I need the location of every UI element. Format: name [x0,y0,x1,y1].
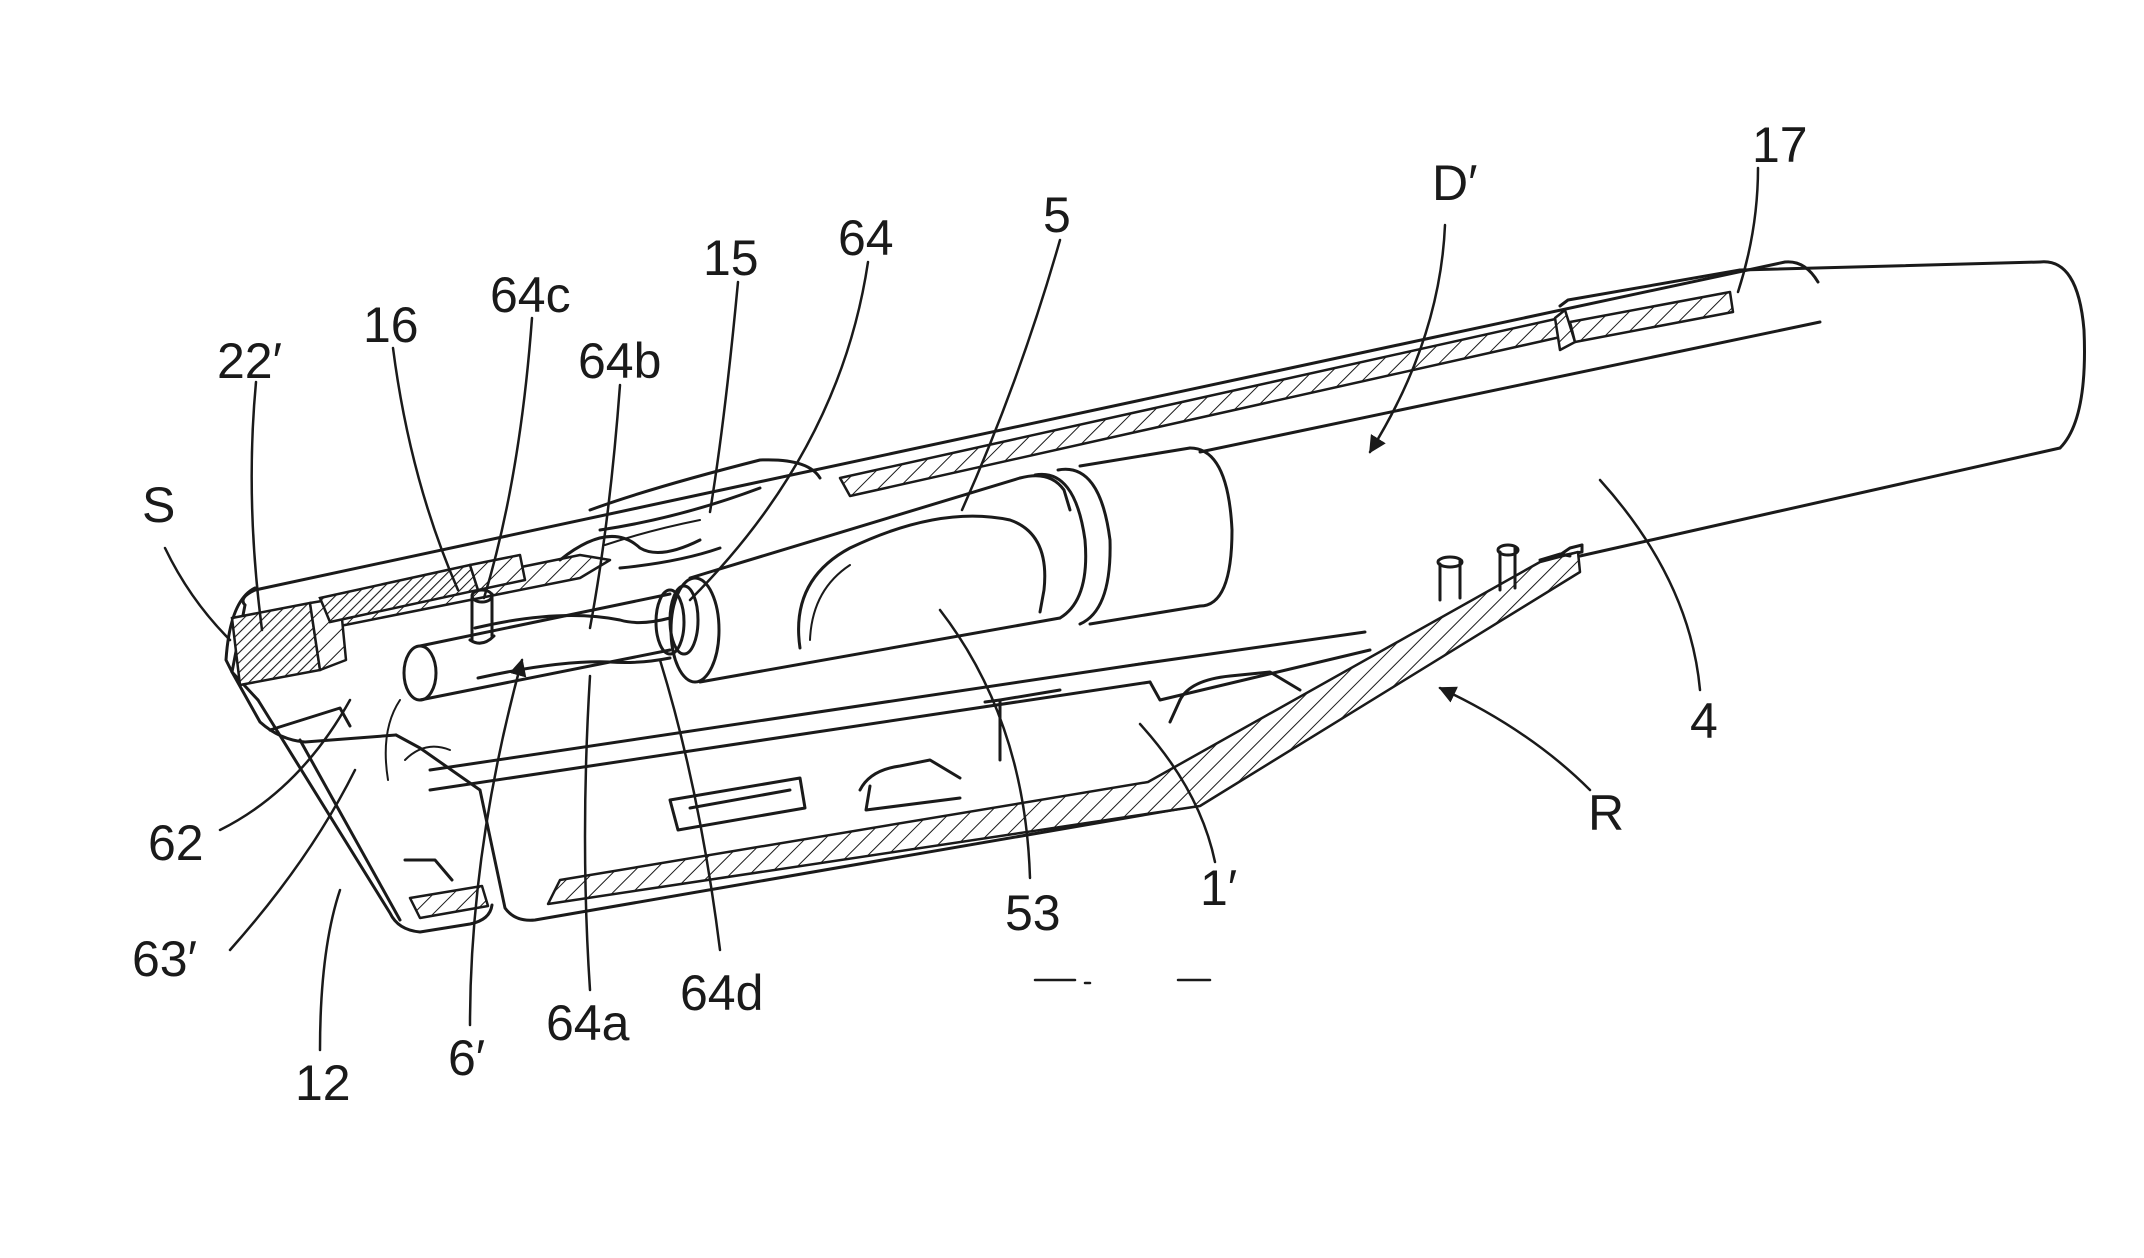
sleeve-section-17 [1570,292,1733,342]
label-64: 64 [838,210,894,266]
leader-64a [585,676,590,990]
leader-15 [710,282,738,512]
label-4: 4 [1690,693,1718,749]
seal-22 [232,603,320,685]
label-64b: 64b [578,333,661,389]
label-12: 12 [295,1055,351,1111]
label-64d: 64d [680,965,763,1021]
leader-62 [220,700,350,830]
label-6-prime: 6′ [448,1030,485,1086]
leader-4 [1600,480,1700,690]
leader-64b [590,385,620,628]
label-53: 53 [1005,885,1061,941]
label-1-prime: 1′ [1200,860,1237,916]
label-5: 5 [1043,187,1071,243]
label-62: 62 [148,815,204,871]
label-r: R [1588,785,1624,841]
leader-s [165,548,230,640]
leader-64c [484,318,532,598]
leader-5 [962,240,1060,510]
leader-r [1440,688,1590,790]
label-64c: 64c [490,267,571,323]
leader-17 [1738,168,1758,292]
label-15: 15 [703,230,759,286]
leader-12 [320,890,340,1050]
label-16: 16 [363,297,419,353]
label-s: S [142,477,175,533]
label-63-prime: 63′ [132,931,197,987]
leader-63 [230,770,355,950]
leader-6 [470,660,522,1025]
label-d-prime: D′ [1432,155,1477,211]
label-17: 17 [1752,117,1808,173]
label-22-prime: 22′ [217,333,282,389]
leader-22 [252,382,262,630]
inner-rail [386,632,1370,830]
label-64a: 64a [546,995,630,1051]
